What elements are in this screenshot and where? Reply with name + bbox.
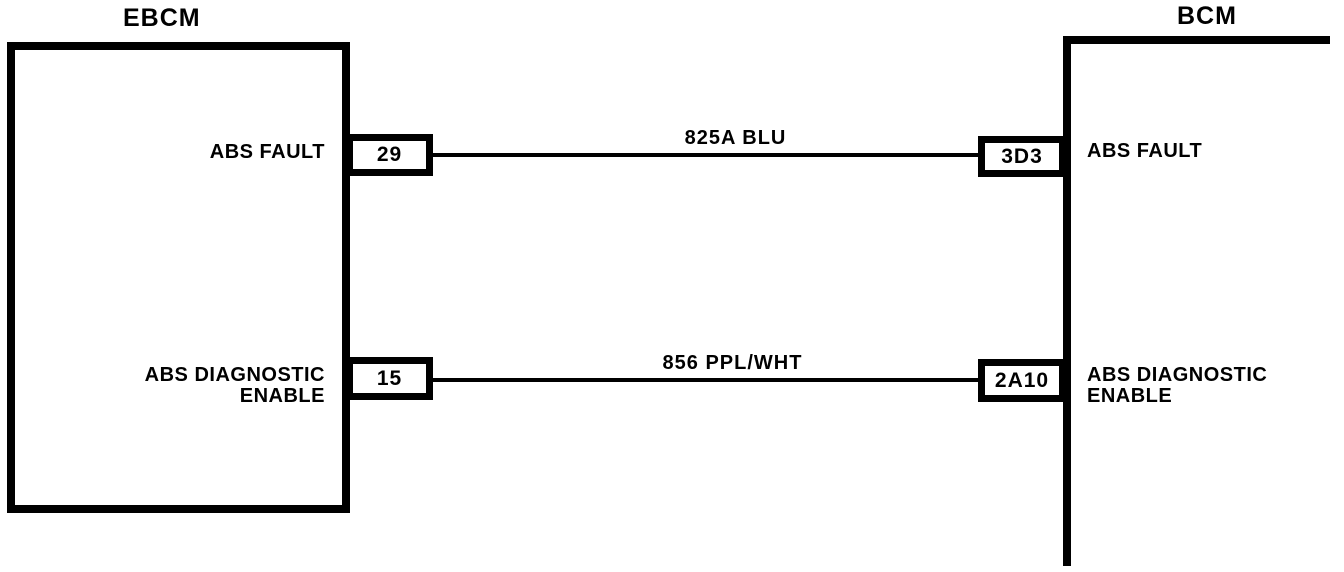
wire-abs-fault (430, 153, 980, 157)
ebcm-module-box (7, 42, 350, 513)
pin-number: 15 (376, 366, 403, 390)
pin-number: 29 (376, 143, 403, 166)
bcm-module-top-edge (1063, 36, 1330, 44)
ebcm-module-title: EBCM (123, 4, 201, 32)
ebcm-pin-29-terminal: 29 (346, 134, 433, 176)
bcm-abs-diagnostic-enable-label: ABS DIAGNOSTIC ENABLE (1087, 365, 1337, 407)
bcm-pin-2a10-terminal: 2A10 (978, 359, 1066, 402)
ebcm-pin-15-terminal: 15 (346, 357, 433, 400)
bcm-pin-3d3-terminal: 3D3 (978, 136, 1066, 177)
pin-number: 3D3 (1001, 144, 1043, 168)
pin-number: 2A10 (994, 368, 1050, 392)
ebcm-abs-diagnostic-enable-label: ABS DIAGNOSTIC ENABLE (60, 365, 325, 407)
wire-abs-diagnostic-enable (430, 378, 980, 382)
wire-abs-fault-circuit-label: 825A BLU (684, 127, 787, 149)
label-line: ABS DIAGNOSTIC (144, 364, 325, 386)
label-line: ABS DIAGNOSTIC (1087, 364, 1268, 386)
ebcm-abs-fault-label: ABS FAULT (60, 142, 325, 163)
wire-abs-diagnostic-enable-circuit-label: 856 PPL/WHT (662, 352, 803, 374)
label-line: ABS FAULT (1087, 140, 1203, 162)
bcm-module-title: BCM (1177, 2, 1237, 30)
bcm-abs-fault-label: ABS FAULT (1087, 141, 1337, 162)
bcm-module-left-edge (1063, 36, 1071, 566)
label-line: ENABLE (1087, 385, 1173, 407)
label-line: ENABLE (239, 385, 325, 407)
label-line: ABS FAULT (209, 141, 325, 163)
